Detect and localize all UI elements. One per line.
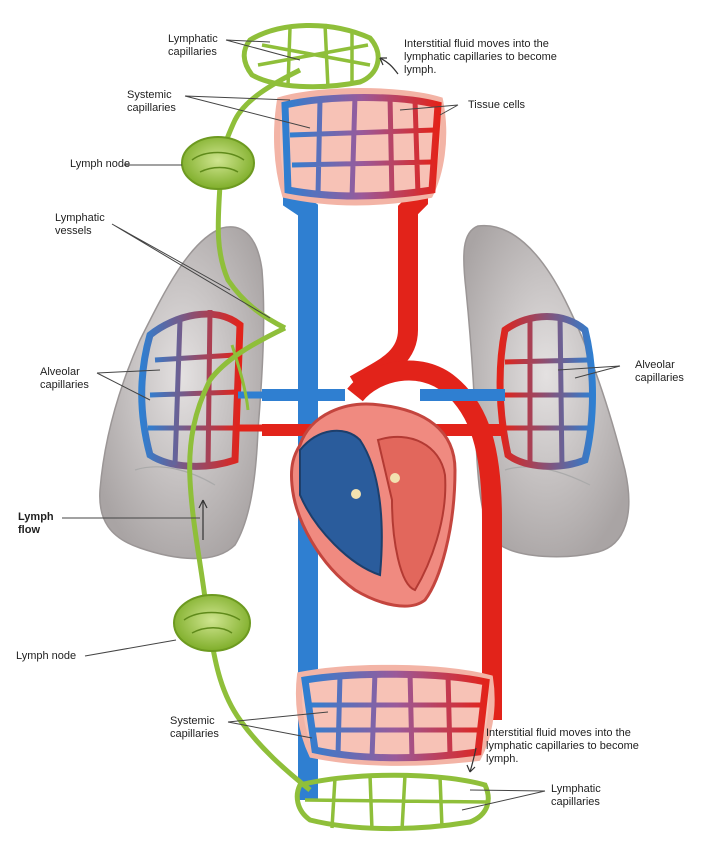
systemic-capillary-bed-bottom — [295, 664, 495, 766]
label-lymph-node-bottom: Lymph node — [16, 650, 77, 662]
label-alveolar-capillaries-right: Alveolar capillaries — [635, 359, 684, 384]
label-lymphatic-capillaries-bottom: Lymphatic capillaries — [551, 783, 601, 808]
arrow-interstitial-bottom — [469, 747, 477, 773]
lymphatic-capillaries-top-network — [241, 23, 381, 90]
lymph-node-top — [181, 136, 255, 190]
label-systemic-capillaries-bottom: Systemic capillaries — [170, 715, 219, 740]
lymphatic-capillaries-bottom-network — [294, 772, 491, 832]
arrow-interstitial-top — [379, 57, 399, 75]
heart — [290, 402, 457, 608]
label-systemic-capillaries-top: Systemic capillaries — [127, 89, 176, 114]
label-interstitial-fluid-bottom: Interstitial fluid moves into the lympha… — [486, 727, 639, 765]
systemic-capillary-bed-top — [274, 88, 447, 206]
label-tissue-cells: Tissue cells — [468, 99, 526, 111]
label-lymph-flow: Lymph flow — [18, 511, 54, 536]
flow-arrows — [198, 57, 477, 773]
aorta — [347, 120, 502, 720]
alveolar-capillaries-right-network — [496, 313, 596, 470]
label-lymphatic-capillaries-top: Lymphatic capillaries — [168, 33, 218, 58]
label-lymph-node-top: Lymph node — [70, 158, 131, 170]
label-alveolar-capillaries-left: Alveolar capillaries — [40, 366, 89, 391]
leader-lines — [62, 39, 621, 811]
label-interstitial-fluid-top: Interstitial fluid moves into the lympha… — [404, 38, 557, 76]
label-lymphatic-vessels: Lymphatic vessels — [55, 212, 105, 237]
lymph-node-bottom — [173, 594, 251, 652]
